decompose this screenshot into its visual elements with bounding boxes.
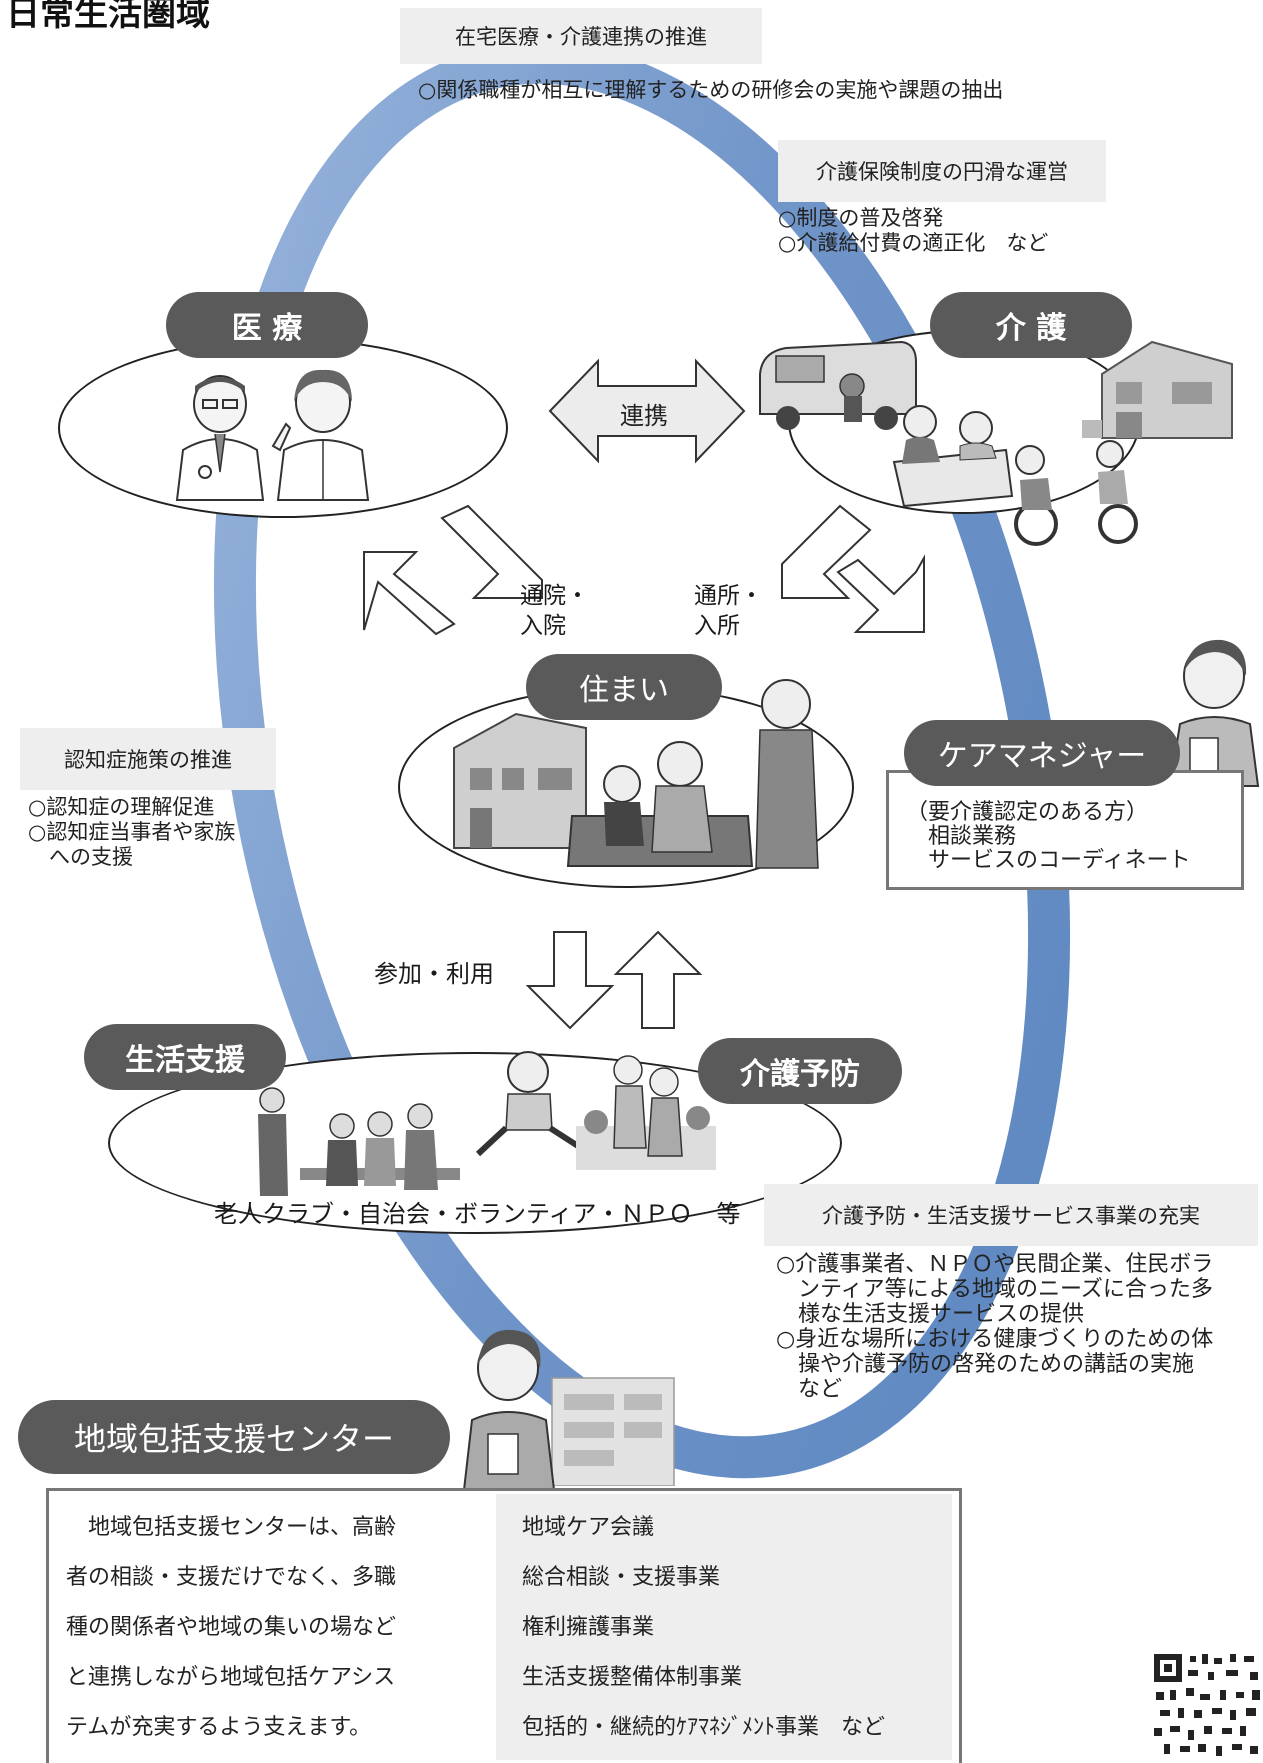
elderly-family-icon [453, 679, 819, 869]
participation-arrows [526, 930, 703, 1030]
facility-label-2: 入所 [694, 613, 740, 639]
hospital-arrows [363, 504, 543, 636]
staff-icon [462, 1329, 556, 1491]
prevention-services-title: 介護予防・生活支援サービス事業の充実 [764, 1184, 1258, 1246]
care-manager-line-1: （要介護認定のある方） [906, 800, 1149, 825]
care-manager-line-2: 相談業務 [906, 824, 1017, 849]
service-item-1: 地域ケア会議 [522, 1515, 655, 1540]
house-icon [1082, 340, 1233, 439]
hospital-label-2: 入院 [520, 613, 566, 639]
doctor-icon [175, 375, 265, 501]
hospital-label-1: 通院・ [520, 583, 589, 609]
prevention-line-4: ○身近な場所における健康づくりのための体 [776, 1327, 1214, 1352]
insurance-title: 介護保険制度の円滑な運営 [778, 140, 1106, 202]
nurse-icon [271, 369, 370, 501]
service-item-3: 権利擁護事業 [522, 1615, 655, 1640]
prevention-line-5: 操や介護予防の啓発のための講話の実施 [776, 1352, 1195, 1377]
dementia-line-3: への支援 [28, 845, 133, 869]
home-medical-title: 在宅医療・介護連携の推進 [400, 8, 762, 64]
prevention-line-3: 様な生活支援サービスの提供 [776, 1302, 1085, 1327]
support-center-pill: 地域包括支援センター [18, 1400, 450, 1474]
van-icon [759, 340, 917, 430]
cooperation-arrow [548, 358, 746, 464]
wheelchair-icon [1014, 440, 1138, 546]
insurance-line-1: ○制度の普及啓発 [778, 206, 944, 230]
cooperation-label: 連携 [620, 402, 668, 430]
care-pill: 介 護 [930, 292, 1132, 358]
life-support-pill: 生活支援 [84, 1024, 286, 1090]
page-title: 日常生活圏域 [6, 0, 210, 34]
exercise-icon [475, 1051, 580, 1157]
housing-pill: 住まい [526, 654, 722, 720]
support-desc-line-4: と連携しながら地域包括ケアシス [66, 1665, 396, 1690]
support-center-services-bg [496, 1494, 952, 1760]
dementia-title: 認知症施策の推進 [20, 728, 276, 790]
walking-pair-icon [576, 1055, 716, 1170]
support-desc-line-5: テムが充実するよう支えます。 [66, 1715, 372, 1740]
medical-pill: 医 療 [166, 292, 368, 358]
support-desc-line-3: 種の関係者や地域の集いの場など [66, 1615, 397, 1640]
participation-label: 参加・利用 [374, 960, 494, 988]
home-medical-desc: ○関係職種が相互に理解するための研修会の実施や課題の抽出 [418, 78, 1004, 102]
care-manager-line-3: サービスのコーディネート [906, 848, 1191, 873]
care-manager-icon [1168, 639, 1260, 787]
qr-code-icon [1150, 1650, 1263, 1760]
community-groups: 老人クラブ・自治会・ボランティア・ＮＰＯ 等 [214, 1200, 741, 1228]
prevention-line-2: ンティア等による地域のニーズに合った多 [776, 1277, 1213, 1302]
bath-icon [892, 405, 1014, 508]
dementia-line-1: ○認知症の理解促進 [28, 795, 215, 819]
dementia-line-2: ○認知症当事者や家族 [28, 820, 236, 844]
care-manager-pill: ケアマネジャー [904, 720, 1180, 786]
care-manager-box [886, 770, 1244, 890]
service-item-5: 包括的・継続的ｹｱﾏﾈｼﾞﾒﾝﾄ事業 など [522, 1715, 886, 1740]
support-desc-line-1: 地域包括支援センターは、高齢 [66, 1515, 397, 1540]
care-prevention-pill: 介護予防 [698, 1038, 902, 1104]
prevention-line-6: など [776, 1377, 843, 1402]
service-item-4: 生活支援整備体制事業 [522, 1665, 743, 1690]
insurance-line-2: ○介護給付費の適正化 など [778, 231, 1049, 255]
building-icon [551, 1377, 675, 1486]
facility-label-1: 通所・ [694, 583, 763, 609]
prevention-line-1: ○介護事業者、ＮＰＯや民間企業、住民ボラ [776, 1252, 1214, 1277]
seniors-bench-icon [258, 1087, 460, 1196]
support-desc-line-2: 者の相談・支援だけでなく、多職 [66, 1565, 397, 1590]
facility-arrows [781, 504, 925, 633]
service-item-2: 総合相談・支援事業 [522, 1565, 721, 1590]
